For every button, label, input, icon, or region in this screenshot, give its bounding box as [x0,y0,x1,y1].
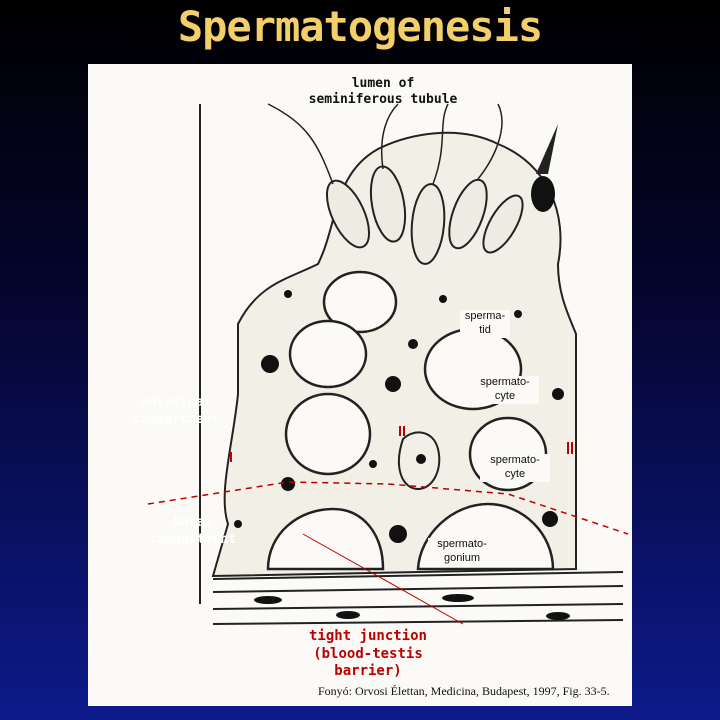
spermatozoa-tails [267,103,503,185]
released-sperm-head [536,124,558,174]
page-title: Spermatogenesis [177,2,543,51]
citation: Fonyó: Orvosi Élettan, Medicina, Budapes… [318,684,610,698]
tight-junction-pointer [302,533,464,625]
adluminal-compartment-label: adluminal compartment [132,395,220,427]
seminiferous-epithelium-drawing [147,103,629,625]
basal-compartment-label: basal compartment [149,515,237,547]
basement-membrane [212,571,624,625]
spermatocyte-lower-label: spermato- cyte [480,454,550,482]
basal-nuclei [254,594,570,620]
junction-marks [230,426,573,462]
tight-junction-label: tight junction (blood-testis barrier) [308,628,427,679]
diagram-panel: lumen of seminiferous tubule sperma- tid… [88,64,632,706]
spermatogonium-label: spermato- gonium [428,538,496,566]
spermatozoa-heads [325,165,524,265]
spermatocyte-upper-label: spermato- cyte [471,376,539,404]
spermatid-label: sperma- tid [460,310,510,338]
lumen-label: lumen of seminiferous tubule [308,76,458,108]
